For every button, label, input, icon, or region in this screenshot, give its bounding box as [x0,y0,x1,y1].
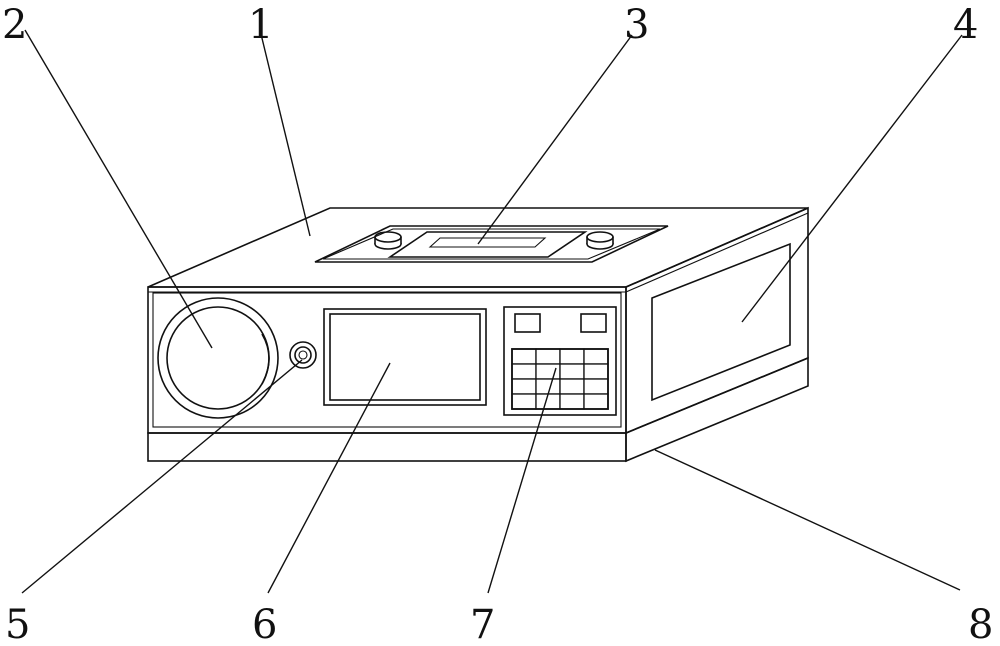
leader-3 [478,35,632,244]
keypad-key [584,349,608,364]
tray-display-frame [390,232,585,257]
keypad-key [560,394,584,409]
keypad-indicator-left [515,314,540,332]
leader-6 [268,363,390,593]
base-pad [148,358,808,461]
keypad-key [560,379,584,394]
keypad-key [536,379,560,394]
knob-right-icon [587,232,613,249]
leader-1 [260,30,310,236]
callout-6: 6 [252,602,277,646]
callout-3: 3 [624,2,649,48]
keypad-key [512,394,536,409]
keypad-key [512,364,536,379]
side-top-edge [626,213,808,292]
projection-lens [158,298,278,418]
leader-lines [22,30,962,593]
keypad-key [512,349,536,364]
keypad-panel [504,307,616,415]
callout-8: 8 [968,602,993,646]
callout-1: 1 [248,2,273,48]
keypad-key [584,364,608,379]
keypad-key [536,349,560,364]
indicator-button [290,342,316,368]
leader-5 [22,360,302,593]
keypad-key [560,364,584,379]
leader-4 [742,35,962,322]
keypad-key [536,364,560,379]
callout-4: 4 [953,2,978,48]
keypad-key [512,379,536,394]
base-pad-front [148,433,626,461]
keypad-key [560,349,584,364]
display-screen [324,309,486,405]
callout-5: 5 [5,602,30,646]
keypad-grid [512,349,608,409]
callout-7: 7 [470,602,495,646]
tray-display-grille [430,238,545,247]
leader-8 [655,450,960,590]
keypad-key [584,379,608,394]
keypad-key [584,394,608,409]
top-control-tray [315,226,668,262]
leader-2 [25,30,212,348]
callout-2: 2 [2,2,27,48]
keypad-indicator-right [581,314,606,332]
